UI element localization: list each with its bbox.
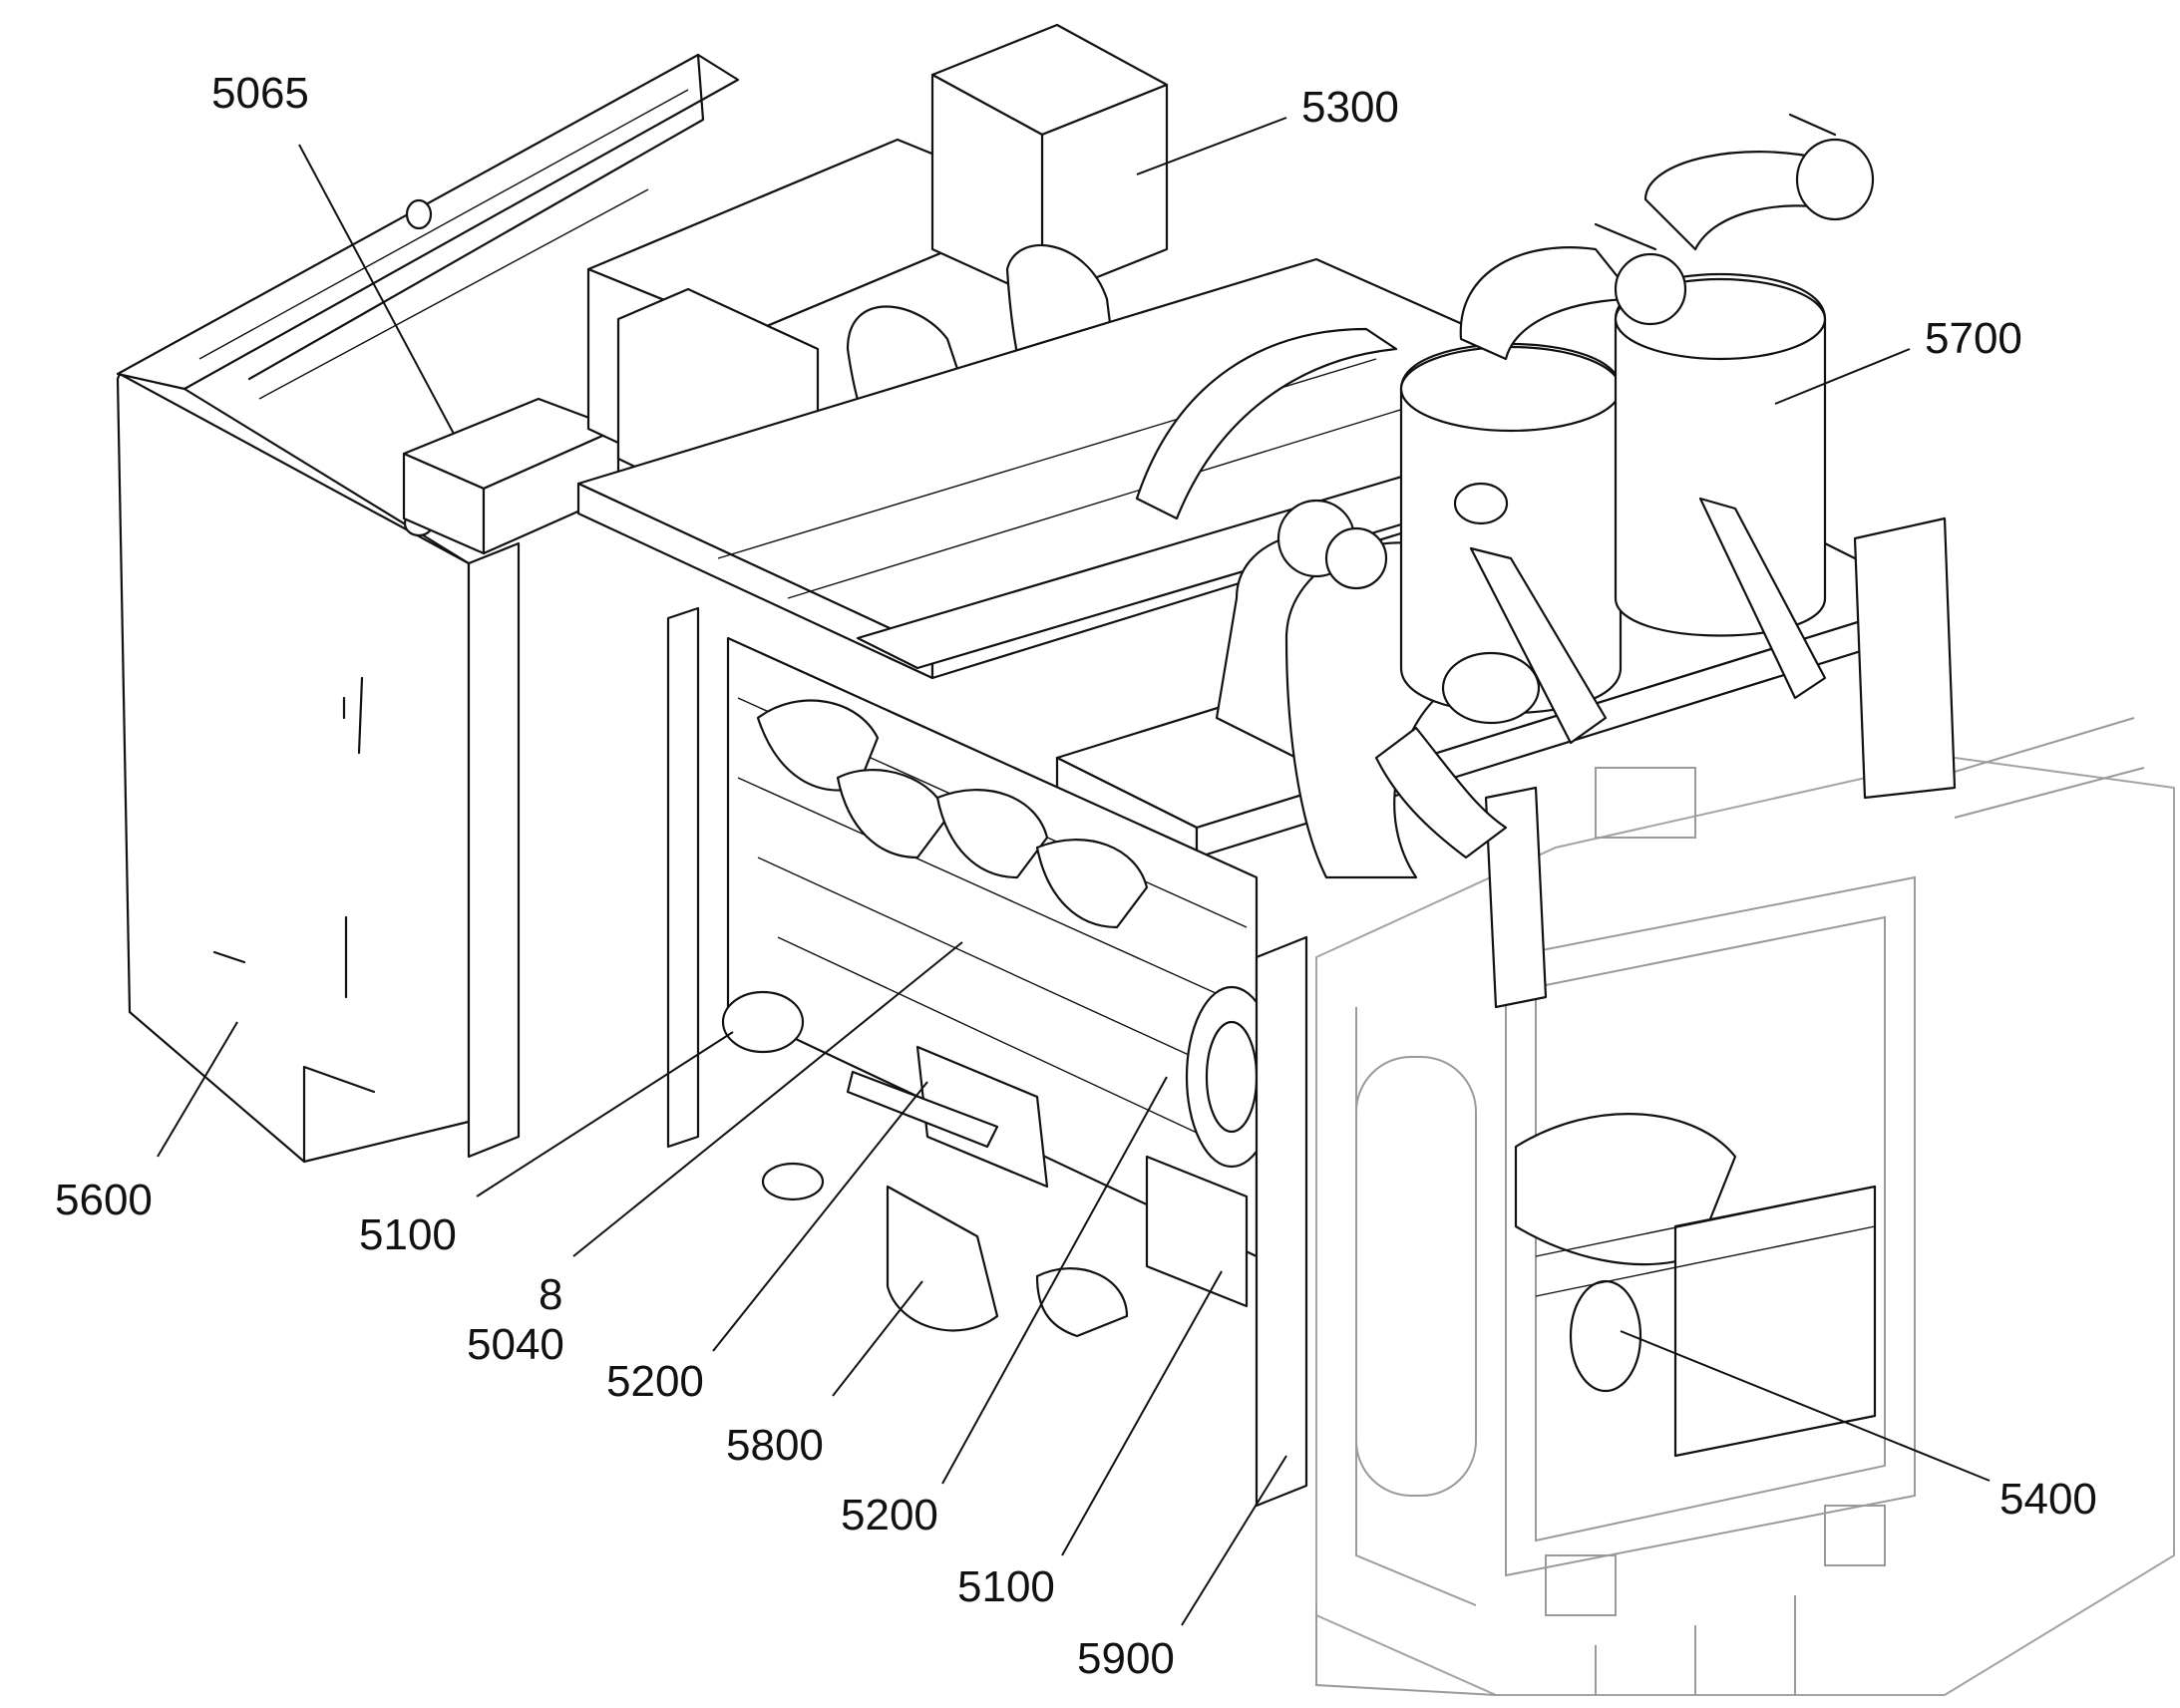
- leader-5100a: [476, 1031, 734, 1197]
- callout-5040: 5040: [467, 1320, 564, 1369]
- leader-8-5040: [572, 941, 963, 1257]
- leader-5700: [1774, 348, 1911, 405]
- callout-5700: 5700: [1925, 314, 2022, 363]
- leader-5600: [157, 1021, 238, 1158]
- callout-5100-right: 5100: [957, 1562, 1055, 1611]
- engine-block: [666, 606, 1308, 1508]
- callout-5200-left: 5200: [606, 1357, 704, 1406]
- callout-5300: 5300: [1301, 83, 1399, 132]
- callout-5100-left: 5100: [359, 1210, 457, 1259]
- callout-5065: 5065: [211, 69, 309, 118]
- rear-internals: [1514, 1113, 1877, 1458]
- callout-8: 8: [539, 1270, 563, 1319]
- rear-frame-faint: [1315, 717, 2175, 1696]
- leader-5900: [1181, 1455, 1287, 1626]
- callout-5200-right: 5200: [841, 1491, 938, 1539]
- callout-5800: 5800: [726, 1421, 824, 1470]
- callout-5900: 5900: [1077, 1634, 1175, 1683]
- leader-5800: [832, 1280, 923, 1397]
- mufflers: [1399, 113, 1875, 745]
- leader-5200b: [941, 1076, 1168, 1485]
- leader-5400: [1620, 1330, 1991, 1482]
- callout-5600: 5600: [55, 1176, 153, 1224]
- leader-lines: [157, 117, 1991, 1626]
- leader-5100b: [1061, 1270, 1223, 1556]
- leader-5200a: [712, 1081, 928, 1352]
- leader-5300: [1136, 117, 1287, 175]
- enclosure-left: [116, 53, 740, 1164]
- exhaust-piping: [1135, 327, 1508, 879]
- leader-5065: [298, 144, 455, 435]
- callout-5400: 5400: [1999, 1475, 2097, 1524]
